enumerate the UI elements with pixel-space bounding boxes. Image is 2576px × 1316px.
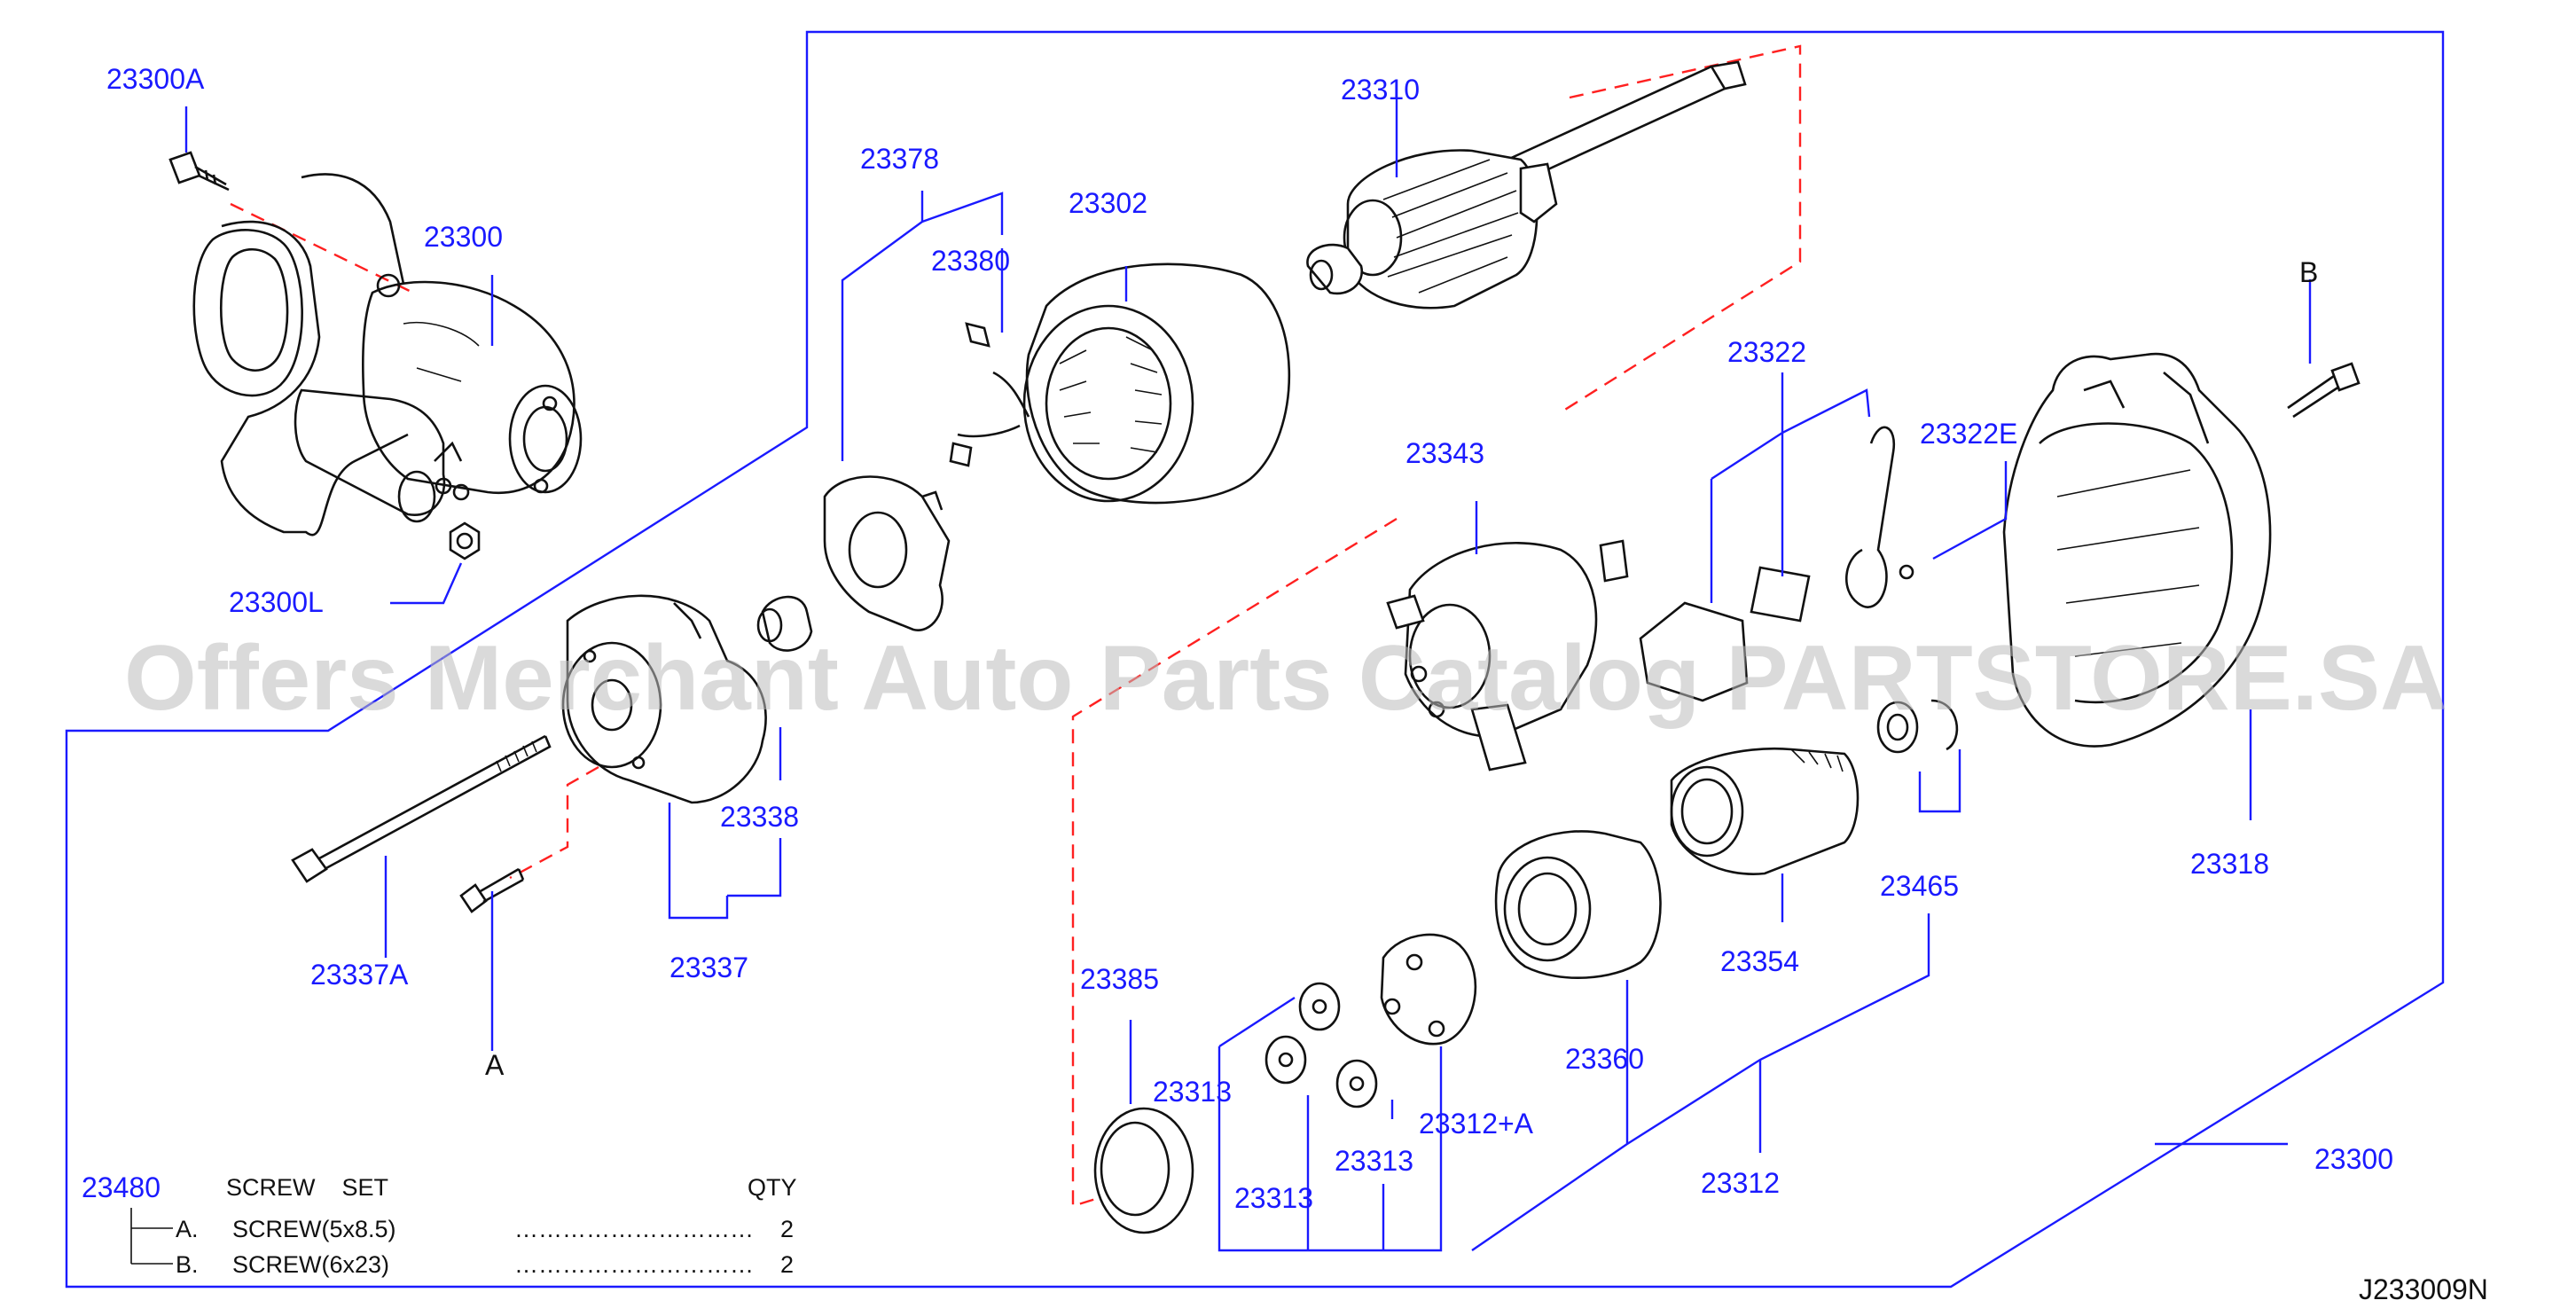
bolt-23300a-illustration [168, 151, 230, 192]
nut-23300l-illustration [449, 521, 481, 560]
washer-23465-illustration [1876, 699, 1959, 754]
marker-a: A [485, 1049, 505, 1081]
pinion-23354-illustration [1670, 747, 1860, 875]
screw-set-title: SCREW SET [226, 1174, 388, 1201]
callout-23337[interactable]: 23337 [669, 952, 748, 983]
callout-23385[interactable]: 23385 [1080, 963, 1159, 995]
through-bolt-23337a-illustration [291, 734, 552, 883]
internal-gear-23360-illustration [1494, 830, 1662, 980]
callout-23313-mid[interactable]: 23313 [1335, 1145, 1413, 1177]
front-housing-23337-illustration [561, 594, 767, 804]
packing-23385-illustration [1093, 1107, 1194, 1234]
screw-set-table: 23480 SCREW SET QTY A. SCREW(5x8.5) …………… [82, 1171, 797, 1278]
screw-a-illustration [459, 867, 525, 913]
assembly-boundary [65, 30, 2445, 1289]
callout-23310[interactable]: 23310 [1341, 74, 1420, 106]
screw-row-dots: ………………………… [514, 1216, 754, 1242]
screw-row-desc: SCREW(6x23) [232, 1251, 389, 1278]
callout-23313-low[interactable]: 23313 [1234, 1182, 1313, 1214]
callout-23343[interactable]: 23343 [1405, 437, 1484, 469]
callout-23322[interactable]: 23322 [1727, 336, 1806, 368]
bolt-b-illustration [2287, 362, 2361, 419]
callout-23300[interactable]: 23300 [424, 221, 503, 253]
callout-23337a[interactable]: 23337A [310, 959, 409, 991]
marker-b: B [2299, 256, 2318, 288]
callout-23312-plus-a[interactable]: 23312+A [1419, 1108, 1534, 1140]
screw-set-qty-header: QTY [748, 1174, 797, 1201]
callout-23313-top[interactable]: 23313 [1153, 1076, 1232, 1108]
magnetic-switch-23343-illustration [1386, 539, 1629, 772]
callout-23378[interactable]: 23378 [860, 143, 939, 175]
leader-lines [184, 98, 2312, 1252]
screw-row-key: A. [176, 1216, 199, 1242]
screw-row-dots: ………………………… [514, 1251, 754, 1278]
alignment-line-armature [1560, 44, 1802, 414]
callout-23465[interactable]: 23465 [1880, 870, 1959, 902]
rear-cover-23318-illustration [2002, 352, 2272, 748]
diagram-code: J233009N [2359, 1273, 2488, 1305]
callout-23360[interactable]: 23360 [1565, 1043, 1644, 1075]
planetary-gear-23313-illustration [1265, 982, 1378, 1108]
callout-23354[interactable]: 23354 [1720, 945, 1799, 977]
yoke-23302-illustration [949, 262, 1291, 505]
screw-row-qty: 2 [780, 1251, 794, 1278]
bushing-23338-illustration [756, 595, 813, 652]
brush-plate-23378-illustration [823, 475, 951, 631]
alignment-line-bolt [230, 202, 418, 296]
screw-set-part-no[interactable]: 23480 [82, 1171, 161, 1203]
callout-23318[interactable]: 23318 [2190, 848, 2269, 880]
callout-23300a[interactable]: 23300A [106, 63, 205, 95]
callout-23380[interactable]: 23380 [931, 245, 1010, 277]
callout-23300-assembly[interactable]: 23300 [2314, 1143, 2393, 1175]
screw-row-desc: SCREW(5x8.5) [232, 1216, 396, 1242]
screw-row-qty: 2 [780, 1216, 794, 1242]
brush-holder-23322-illustration [1639, 426, 1914, 702]
callout-23300l[interactable]: 23300L [229, 586, 324, 618]
callout-23338[interactable]: 23338 [720, 801, 799, 833]
callout-23322e[interactable]: 23322E [1920, 418, 2017, 450]
armature-23310-illustration [1306, 60, 1747, 309]
callout-23312[interactable]: 23312 [1701, 1167, 1780, 1199]
alignment-line-screw [509, 765, 599, 880]
callout-23302[interactable]: 23302 [1069, 187, 1147, 219]
carrier-23312-illustration [1380, 933, 1477, 1046]
watermark: Offers Merchant Auto Parts Catalog PARTS… [124, 627, 2447, 730]
screw-row-key: B. [176, 1251, 199, 1278]
starter-assembly-illustration [192, 173, 583, 537]
